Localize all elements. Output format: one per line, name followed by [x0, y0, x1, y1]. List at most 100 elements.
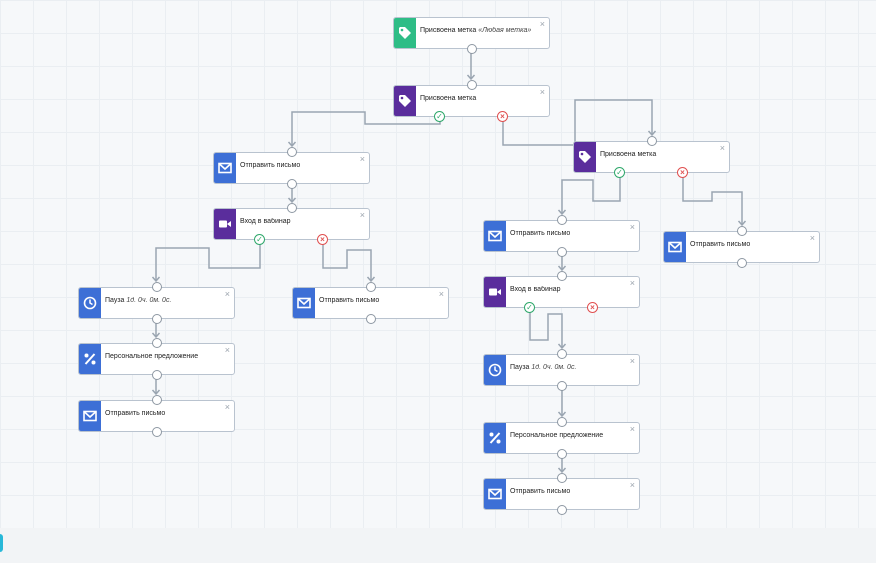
output-port[interactable]	[151, 370, 162, 380]
node-title-param: 1д. 0ч. 0м. 0с.	[531, 364, 577, 371]
input-port[interactable]	[556, 271, 567, 281]
yes-branch-icon[interactable]: ✓	[524, 302, 535, 313]
connection-line	[682, 173, 743, 225]
close-icon[interactable]: ×	[539, 87, 545, 97]
arrow-head-icon	[557, 265, 567, 272]
node-title: Пауза 1д. 0ч. 0м. 0с.	[105, 297, 220, 304]
connection-line	[291, 111, 441, 146]
input-port[interactable]	[556, 473, 567, 483]
envelope-icon	[293, 288, 315, 318]
node-pause[interactable]: Пауза 1д. 0ч. 0м. 0с. ×	[78, 287, 235, 319]
yes-branch-icon[interactable]: ✓	[614, 167, 625, 178]
node-title: Отправить письмо	[510, 230, 625, 237]
node-title-text: Отправить письмо	[105, 410, 166, 417]
yes-branch-icon[interactable]: ✓	[434, 111, 445, 122]
output-port[interactable]	[556, 381, 567, 391]
input-port[interactable]	[151, 282, 162, 292]
arrow-head-icon	[737, 220, 747, 227]
close-icon[interactable]: ×	[438, 289, 444, 299]
input-port[interactable]	[556, 349, 567, 359]
arrow-head-icon	[557, 411, 567, 418]
no-branch-icon[interactable]: ×	[587, 302, 598, 313]
tag-icon	[394, 86, 416, 116]
close-icon[interactable]: ×	[629, 356, 635, 366]
input-port[interactable]	[286, 147, 297, 157]
node-title: Присвоена метка	[600, 151, 715, 158]
side-tab-marker[interactable]	[0, 534, 3, 552]
node-title: Персональное предложение	[105, 353, 220, 360]
close-icon[interactable]: ×	[224, 289, 230, 299]
no-branch-icon[interactable]: ×	[497, 111, 508, 122]
yes-branch-icon[interactable]: ✓	[254, 234, 265, 245]
connection-line	[502, 99, 653, 146]
node-tag-condition[interactable]: Присвоена метка ×	[393, 85, 550, 117]
node-title-text: Отправить письмо	[690, 241, 751, 248]
node-tag-any[interactable]: Присвоена метка «Любая метка» ×	[393, 17, 550, 49]
output-port[interactable]	[466, 44, 477, 54]
close-icon[interactable]: ×	[719, 143, 725, 153]
output-port[interactable]	[286, 179, 297, 189]
node-title: Отправить письмо	[105, 410, 220, 417]
node-webinar[interactable]: Вход в вабинар ×	[483, 276, 640, 308]
node-title: Персональное предложение	[510, 432, 625, 439]
node-title-text: Отправить письмо	[319, 297, 380, 304]
no-branch-icon[interactable]: ×	[677, 167, 688, 178]
node-title: Присвоена метка «Любая метка»	[420, 27, 535, 34]
input-port[interactable]	[556, 215, 567, 225]
input-port[interactable]	[736, 226, 747, 236]
connection-line	[529, 308, 563, 348]
output-port[interactable]	[556, 247, 567, 257]
close-icon[interactable]: ×	[359, 154, 365, 164]
input-port[interactable]	[365, 282, 376, 292]
output-port[interactable]	[736, 258, 747, 268]
node-title-param: «Любая метка»	[478, 27, 532, 34]
output-port[interactable]	[365, 314, 376, 324]
node-title-text: Отправить письмо	[510, 230, 571, 237]
arrow-head-icon	[151, 389, 161, 396]
output-port[interactable]	[151, 314, 162, 324]
close-icon[interactable]: ×	[629, 424, 635, 434]
input-port[interactable]	[151, 395, 162, 405]
no-branch-icon[interactable]: ×	[317, 234, 328, 245]
arrow-head-icon	[647, 130, 657, 137]
close-icon[interactable]: ×	[539, 19, 545, 29]
arrow-head-icon	[557, 467, 567, 474]
arrow-head-icon	[366, 276, 376, 283]
node-title-text: Вход в вабинар	[240, 218, 291, 225]
video-camera-icon	[484, 277, 506, 307]
close-icon[interactable]: ×	[629, 278, 635, 288]
node-title: Вход в вабинар	[510, 286, 625, 293]
close-icon[interactable]: ×	[359, 210, 365, 220]
input-port[interactable]	[151, 338, 162, 348]
node-title-text: Отправить письмо	[510, 488, 571, 495]
close-icon[interactable]: ×	[629, 480, 635, 490]
node-title-text: Присвоена метка	[420, 27, 477, 34]
input-port[interactable]	[556, 417, 567, 427]
arrow-head-icon	[466, 74, 476, 81]
close-icon[interactable]: ×	[224, 402, 230, 412]
tag-icon	[574, 142, 596, 172]
connection-line	[322, 240, 372, 281]
percent-icon	[79, 344, 101, 374]
envelope-icon	[79, 401, 101, 431]
node-title-text: Присвоена метка	[600, 151, 657, 158]
output-port[interactable]	[556, 505, 567, 515]
arrow-head-icon	[557, 209, 567, 216]
output-port[interactable]	[556, 449, 567, 459]
tag-icon	[394, 18, 416, 48]
node-send-email[interactable]: Отправить письмо ×	[663, 231, 820, 263]
bottom-bar	[0, 528, 876, 563]
input-port[interactable]	[286, 203, 297, 213]
node-title: Присвоена метка	[420, 95, 535, 102]
input-port[interactable]	[466, 80, 477, 90]
connection-line	[561, 173, 621, 214]
node-title: Пауза 1д. 0ч. 0м. 0с.	[510, 364, 625, 371]
input-port[interactable]	[646, 136, 657, 146]
output-port[interactable]	[151, 427, 162, 437]
close-icon[interactable]: ×	[224, 345, 230, 355]
close-icon[interactable]: ×	[809, 233, 815, 243]
node-send-email[interactable]: Отправить письмо ×	[78, 400, 235, 432]
close-icon[interactable]: ×	[629, 222, 635, 232]
arrow-head-icon	[287, 197, 297, 204]
